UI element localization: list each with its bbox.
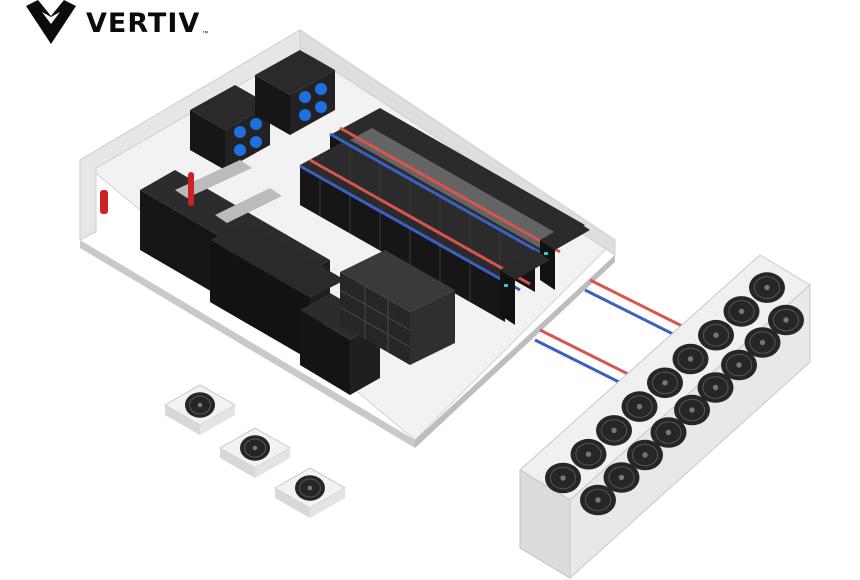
data-hall-floor-edge-right [415, 255, 615, 448]
fan-icon [580, 484, 616, 516]
battery-cabinet [339, 250, 455, 365]
condenser-unit [163, 384, 237, 435]
fan-icon [603, 462, 640, 493]
vertiv-chevron-logo-icon [26, 0, 76, 44]
fan-icon [744, 327, 781, 358]
fan-icon [749, 272, 785, 303]
fan-icon [647, 367, 683, 399]
condenser-unit [218, 427, 292, 478]
fan-icon [621, 391, 658, 422]
fan-icon [295, 475, 325, 501]
fan-icon [545, 462, 581, 494]
outdoor-dry-cooler-array [519, 254, 811, 580]
fan-icon [768, 304, 804, 336]
fan-icon [185, 392, 215, 418]
fire-extinguisher [100, 172, 194, 214]
fan-icon [721, 349, 757, 381]
fan-icon [672, 343, 709, 375]
fan-icon [698, 319, 734, 351]
condenser-unit [273, 467, 347, 518]
fan-icon [240, 435, 270, 461]
brand-logo: VERTIV ™ [24, 0, 214, 44]
fan-icon [596, 415, 632, 446]
fan-icon [674, 394, 710, 426]
fan-icon [650, 417, 687, 448]
rack-rows-with-hot-aisle-containment [299, 108, 590, 325]
brand-trademark: ™ [202, 31, 209, 37]
fan-icon [723, 296, 760, 327]
fan-icon [697, 372, 734, 403]
fan-icon [570, 438, 607, 470]
data-hall-floor-edge [80, 240, 415, 448]
power-and-ups-cabinets [140, 160, 380, 395]
cooling-distribution-units [190, 50, 335, 170]
outdoor-condenser-units [163, 384, 347, 518]
fan-icon [627, 439, 663, 471]
brand-name: VERTIV [86, 7, 201, 39]
